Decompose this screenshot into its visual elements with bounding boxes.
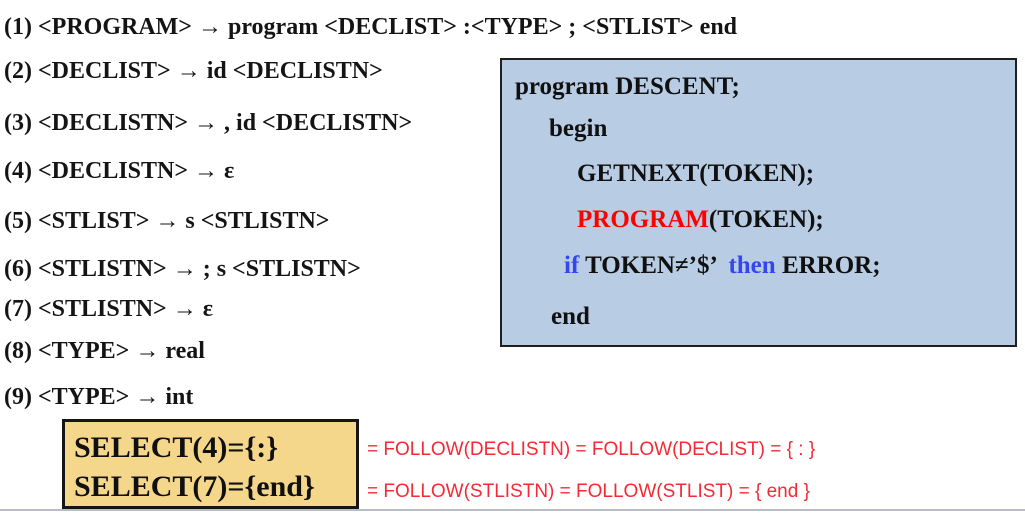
bottom-divider bbox=[0, 509, 1025, 511]
keyword-then: then bbox=[728, 252, 776, 279]
production-6: (6) <STLISTN> → ; s <STLISTN> bbox=[4, 256, 361, 282]
production-1: (1) <PROGRAM> → program <DECLIST> :<TYPE… bbox=[4, 14, 738, 40]
program-call-highlight: PROGRAM bbox=[577, 206, 709, 233]
program-call-args: (TOKEN); bbox=[708, 206, 824, 233]
select-4-line: SELECT(4)={:} bbox=[74, 431, 279, 464]
production-9: (9) <TYPE> → int bbox=[4, 384, 194, 410]
code-line-program-header: program DESCENT; bbox=[515, 73, 740, 100]
code-line-program-call: PROGRAM(TOKEN); bbox=[577, 206, 824, 234]
keyword-if: if bbox=[564, 252, 580, 279]
if-condition: TOKEN≠’$’ bbox=[579, 252, 729, 279]
production-3: (3) <DECLISTN> → , id <DECLISTN> bbox=[4, 110, 413, 136]
production-4: (4) <DECLISTN> → ε bbox=[4, 158, 235, 184]
production-5: (5) <STLIST> → s <STLISTN> bbox=[4, 208, 330, 234]
production-2: (2) <DECLIST> → id <DECLISTN> bbox=[4, 58, 383, 84]
driver-code-box: program DESCENT; begin GETNEXT(TOKEN); P… bbox=[500, 58, 1017, 347]
production-8: (8) <TYPE> → real bbox=[4, 338, 205, 364]
select-sets-box: SELECT(4)={:} SELECT(7)={end} bbox=[62, 419, 359, 509]
production-7: (7) <STLISTN> → ε bbox=[4, 296, 213, 322]
code-line-begin: begin bbox=[549, 115, 608, 142]
code-line-end: end bbox=[551, 303, 590, 330]
follow-stlistn-line: = FOLLOW(STLISTN) = FOLLOW(STLIST) = { e… bbox=[367, 481, 810, 502]
select-7-line: SELECT(7)={end} bbox=[74, 470, 315, 503]
then-action: ERROR; bbox=[775, 252, 881, 279]
follow-declistn-line: = FOLLOW(DECLISTN) = FOLLOW(DECLIST) = {… bbox=[367, 439, 816, 460]
code-line-if-check: if TOKEN≠’$’ then ERROR; bbox=[564, 252, 881, 280]
code-line-getnext: GETNEXT(TOKEN); bbox=[577, 160, 815, 187]
